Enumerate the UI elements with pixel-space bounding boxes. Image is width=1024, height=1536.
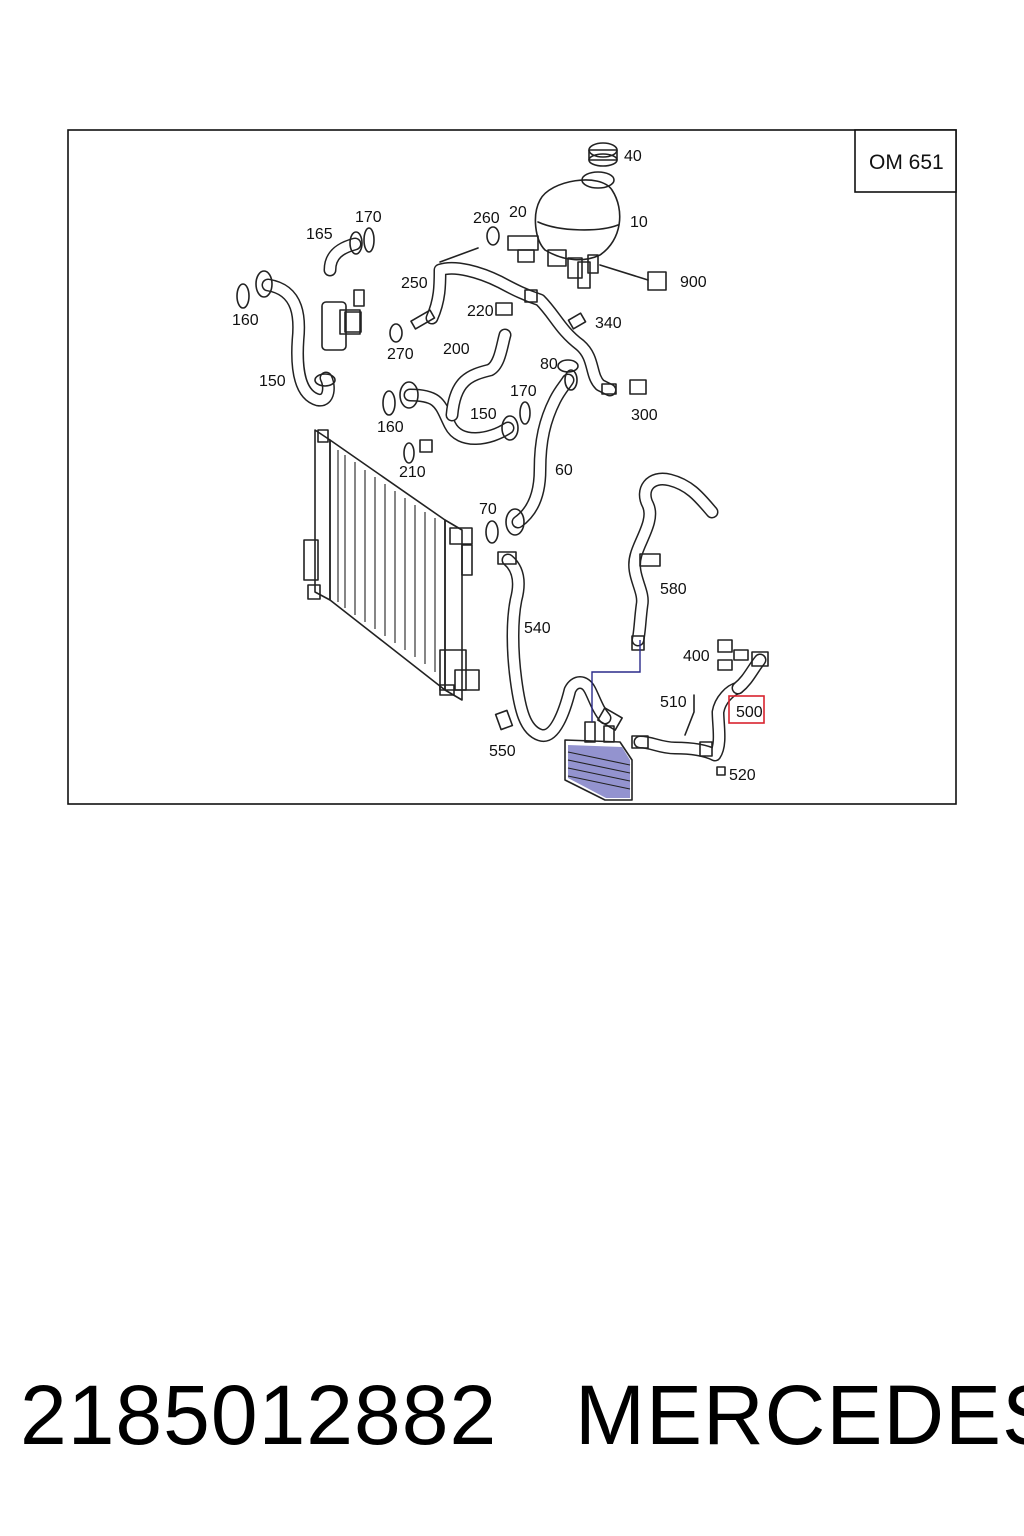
oil-cooler xyxy=(564,721,633,801)
clip-300 xyxy=(629,379,647,395)
thermostat-housing xyxy=(321,289,365,351)
callout-210: 210 xyxy=(399,464,426,481)
bolt-340 xyxy=(567,312,587,330)
engine-label-box xyxy=(854,129,957,193)
callout-250: 250 xyxy=(401,275,428,292)
callout-170-top: 170 xyxy=(355,209,382,226)
sensor-900 xyxy=(599,264,667,291)
callout-550: 550 xyxy=(489,743,516,760)
callout-220: 220 xyxy=(467,303,494,320)
callout-150-mid: 150 xyxy=(470,406,497,423)
brand-name: MERCEDES xyxy=(575,1368,1024,1462)
hose-150-left xyxy=(236,270,336,407)
clip-400 xyxy=(717,639,733,653)
hose-150-middle xyxy=(382,328,531,464)
callout-200: 200 xyxy=(443,341,470,358)
callout-510: 510 xyxy=(660,694,687,711)
callout-70: 70 xyxy=(479,501,497,518)
callout-160-top: 160 xyxy=(232,312,259,329)
hose-580 xyxy=(628,472,719,651)
callout-500: 500 xyxy=(736,704,763,721)
callout-520: 520 xyxy=(729,767,756,784)
callout-300: 300 xyxy=(631,407,658,424)
callout-10: 10 xyxy=(630,214,648,231)
hose-60 xyxy=(485,369,578,544)
callout-150-left: 150 xyxy=(259,373,286,390)
hose-500 xyxy=(631,651,769,762)
callout-260: 260 xyxy=(473,210,500,227)
callout-160-mid: 160 xyxy=(377,419,404,436)
caption-bar: 2185012882 MERCEDES xyxy=(0,1360,1024,1470)
radiator xyxy=(303,429,480,701)
callout-900: 900 xyxy=(680,274,707,291)
hose-540 xyxy=(494,551,623,742)
callout-80: 80 xyxy=(540,356,558,373)
callout-170-mid: 170 xyxy=(510,383,537,400)
callout-540: 540 xyxy=(524,620,551,637)
leader-line xyxy=(591,640,641,722)
callout-60: 60 xyxy=(555,462,573,479)
hose-250 xyxy=(410,247,617,397)
callout-400: 400 xyxy=(683,648,710,665)
callout-340: 340 xyxy=(595,315,622,332)
expansion-tank xyxy=(507,171,621,289)
callout-270: 270 xyxy=(387,346,414,363)
parts-diagram: OM 651 xyxy=(67,129,957,805)
part-number: 2185012882 xyxy=(20,1368,498,1462)
callout-20: 20 xyxy=(509,204,527,221)
highlight-box-500 xyxy=(728,695,765,724)
engine-label: OM 651 xyxy=(869,151,944,174)
hose-165 xyxy=(323,227,375,277)
callout-165: 165 xyxy=(306,226,333,243)
callout-40: 40 xyxy=(624,148,642,165)
bracket-510 xyxy=(684,694,695,736)
cap-40 xyxy=(588,142,618,167)
diagram-frame xyxy=(67,129,957,805)
callout-580: 580 xyxy=(660,581,687,598)
